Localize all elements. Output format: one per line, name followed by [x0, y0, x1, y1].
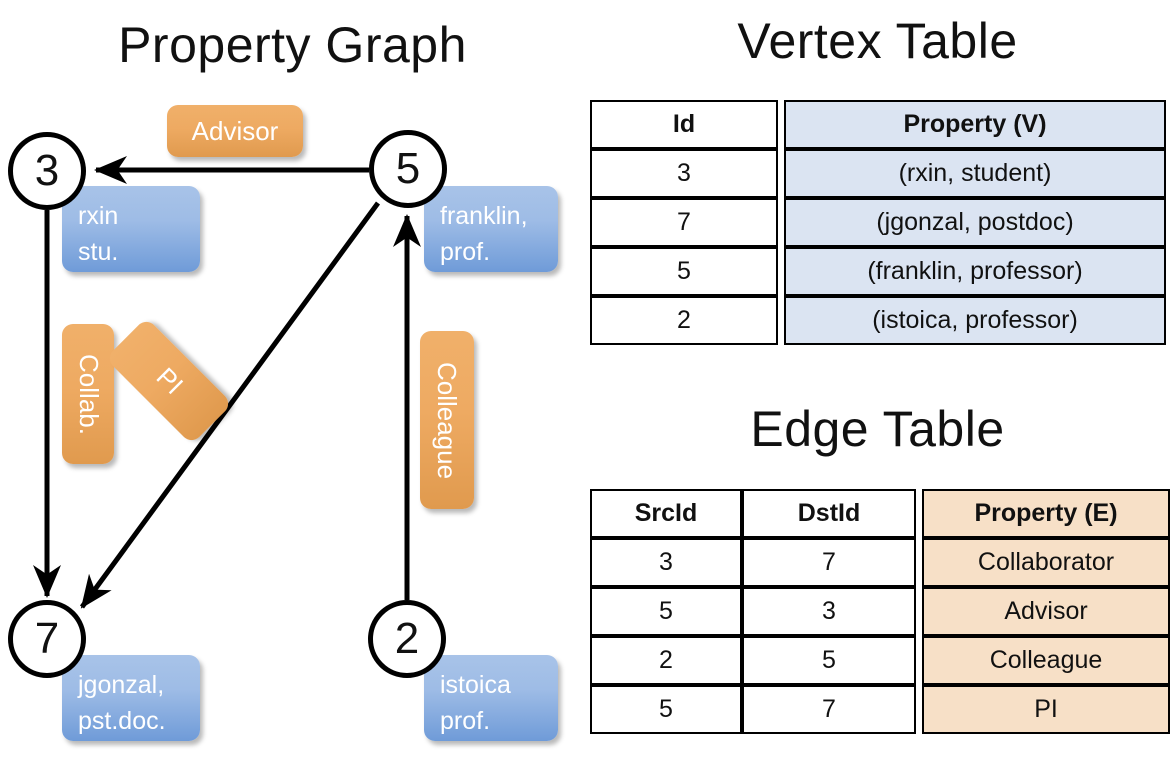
node-property-rxin-line2: stu.	[78, 238, 119, 267]
node-property-rxin-line1: rxin	[78, 202, 119, 230]
vertex-cell-property: (jgonzal, postdoc)	[784, 198, 1166, 247]
edge-cell-dstid: 7	[742, 538, 916, 587]
node-property-box-istoica: istoica prof.	[424, 655, 558, 741]
edge-cell-property: Colleague	[922, 636, 1170, 685]
graph-node-7: 7	[8, 600, 86, 678]
edge-table-header-property: Property (E)	[922, 489, 1170, 538]
edge-table: SrcId DstId Property (E) 3 7 Collaborato…	[590, 489, 1170, 734]
edge-label-pi-text: PI	[150, 361, 189, 400]
table-row: 7 (jgonzal, postdoc)	[590, 198, 1166, 247]
edge-cell-dstid: 3	[742, 587, 916, 636]
graph-node-5: 5	[369, 130, 447, 208]
vertex-table: Id Property (V) 3 (rxin, student) 7 (jgo…	[590, 100, 1166, 345]
edge-label-advisor: Advisor	[167, 105, 303, 157]
vertex-cell-property: (rxin, student)	[784, 149, 1166, 198]
node-property-box-jgonzal: jgonzal, pst.doc.	[62, 655, 200, 741]
edge-cell-property: PI	[922, 685, 1170, 734]
vertex-table-header-id: Id	[590, 100, 778, 149]
edge-table-header-srcid: SrcId	[590, 489, 742, 538]
property-graph-diagram: Advisor Collab. PI Colleague rxin stu. f…	[8, 105, 558, 741]
edge-cell-srcid: 5	[590, 587, 742, 636]
node-property-box-franklin: franklin, prof.	[424, 186, 558, 272]
edge-5-to-7-pi	[79, 201, 381, 609]
table-row: 2 (istoica, professor)	[590, 296, 1166, 345]
node-property-franklin-line1: franklin,	[440, 202, 528, 230]
vertex-cell-id: 3	[590, 149, 778, 198]
edge-table-header-dstid: DstId	[742, 489, 916, 538]
table-row: 3 7 Collaborator	[590, 538, 1170, 587]
edge-cell-dstid: 7	[742, 685, 916, 734]
edge-cell-property: Advisor	[922, 587, 1170, 636]
edge-label-colleague: Colleague	[420, 331, 474, 509]
edge-label-collab-text: Collab.	[73, 353, 104, 435]
node-property-jgonzal-line2: pst.doc.	[78, 707, 166, 736]
node-property-box-rxin: rxin stu.	[62, 186, 200, 272]
page-title-vertex-table: Vertex Table	[737, 13, 1018, 69]
vertex-cell-property: (istoica, professor)	[784, 296, 1166, 345]
edge-label-collab: Collab.	[62, 324, 114, 464]
node-property-jgonzal-line1: jgonzal,	[78, 671, 165, 699]
vertex-table-header-row: Id Property (V)	[590, 100, 1166, 149]
node-property-istoica-line2: prof.	[440, 707, 491, 736]
edge-label-colleague-text: Colleague	[432, 361, 463, 479]
edge-table-header-row: SrcId DstId Property (E)	[590, 489, 1170, 538]
edge-label-advisor-text: Advisor	[191, 115, 279, 146]
page-title-property-graph: Property Graph	[118, 17, 467, 73]
table-row: 5 (franklin, professor)	[590, 247, 1166, 296]
table-row: 3 (rxin, student)	[590, 149, 1166, 198]
vertex-table-header-property: Property (V)	[784, 100, 1166, 149]
vertex-cell-property: (franklin, professor)	[784, 247, 1166, 296]
node-property-istoica-line1: istoica	[440, 671, 511, 699]
edge-cell-srcid: 5	[590, 685, 742, 734]
graph-edges-svg	[32, 155, 422, 609]
table-row: 5 7 PI	[590, 685, 1170, 734]
vertex-cell-id: 5	[590, 247, 778, 296]
page-title-edge-table: Edge Table	[750, 401, 1005, 457]
vertex-cell-id: 7	[590, 198, 778, 247]
edge-cell-dstid: 5	[742, 636, 916, 685]
table-row: 5 3 Advisor	[590, 587, 1170, 636]
table-row: 2 5 Colleague	[590, 636, 1170, 685]
graph-node-3: 3	[8, 132, 86, 210]
edge-cell-srcid: 2	[590, 636, 742, 685]
vertex-cell-id: 2	[590, 296, 778, 345]
edge-cell-property: Collaborator	[922, 538, 1170, 587]
node-property-franklin-line2: prof.	[440, 238, 491, 267]
edge-cell-srcid: 3	[590, 538, 742, 587]
graph-node-2: 2	[368, 600, 446, 678]
